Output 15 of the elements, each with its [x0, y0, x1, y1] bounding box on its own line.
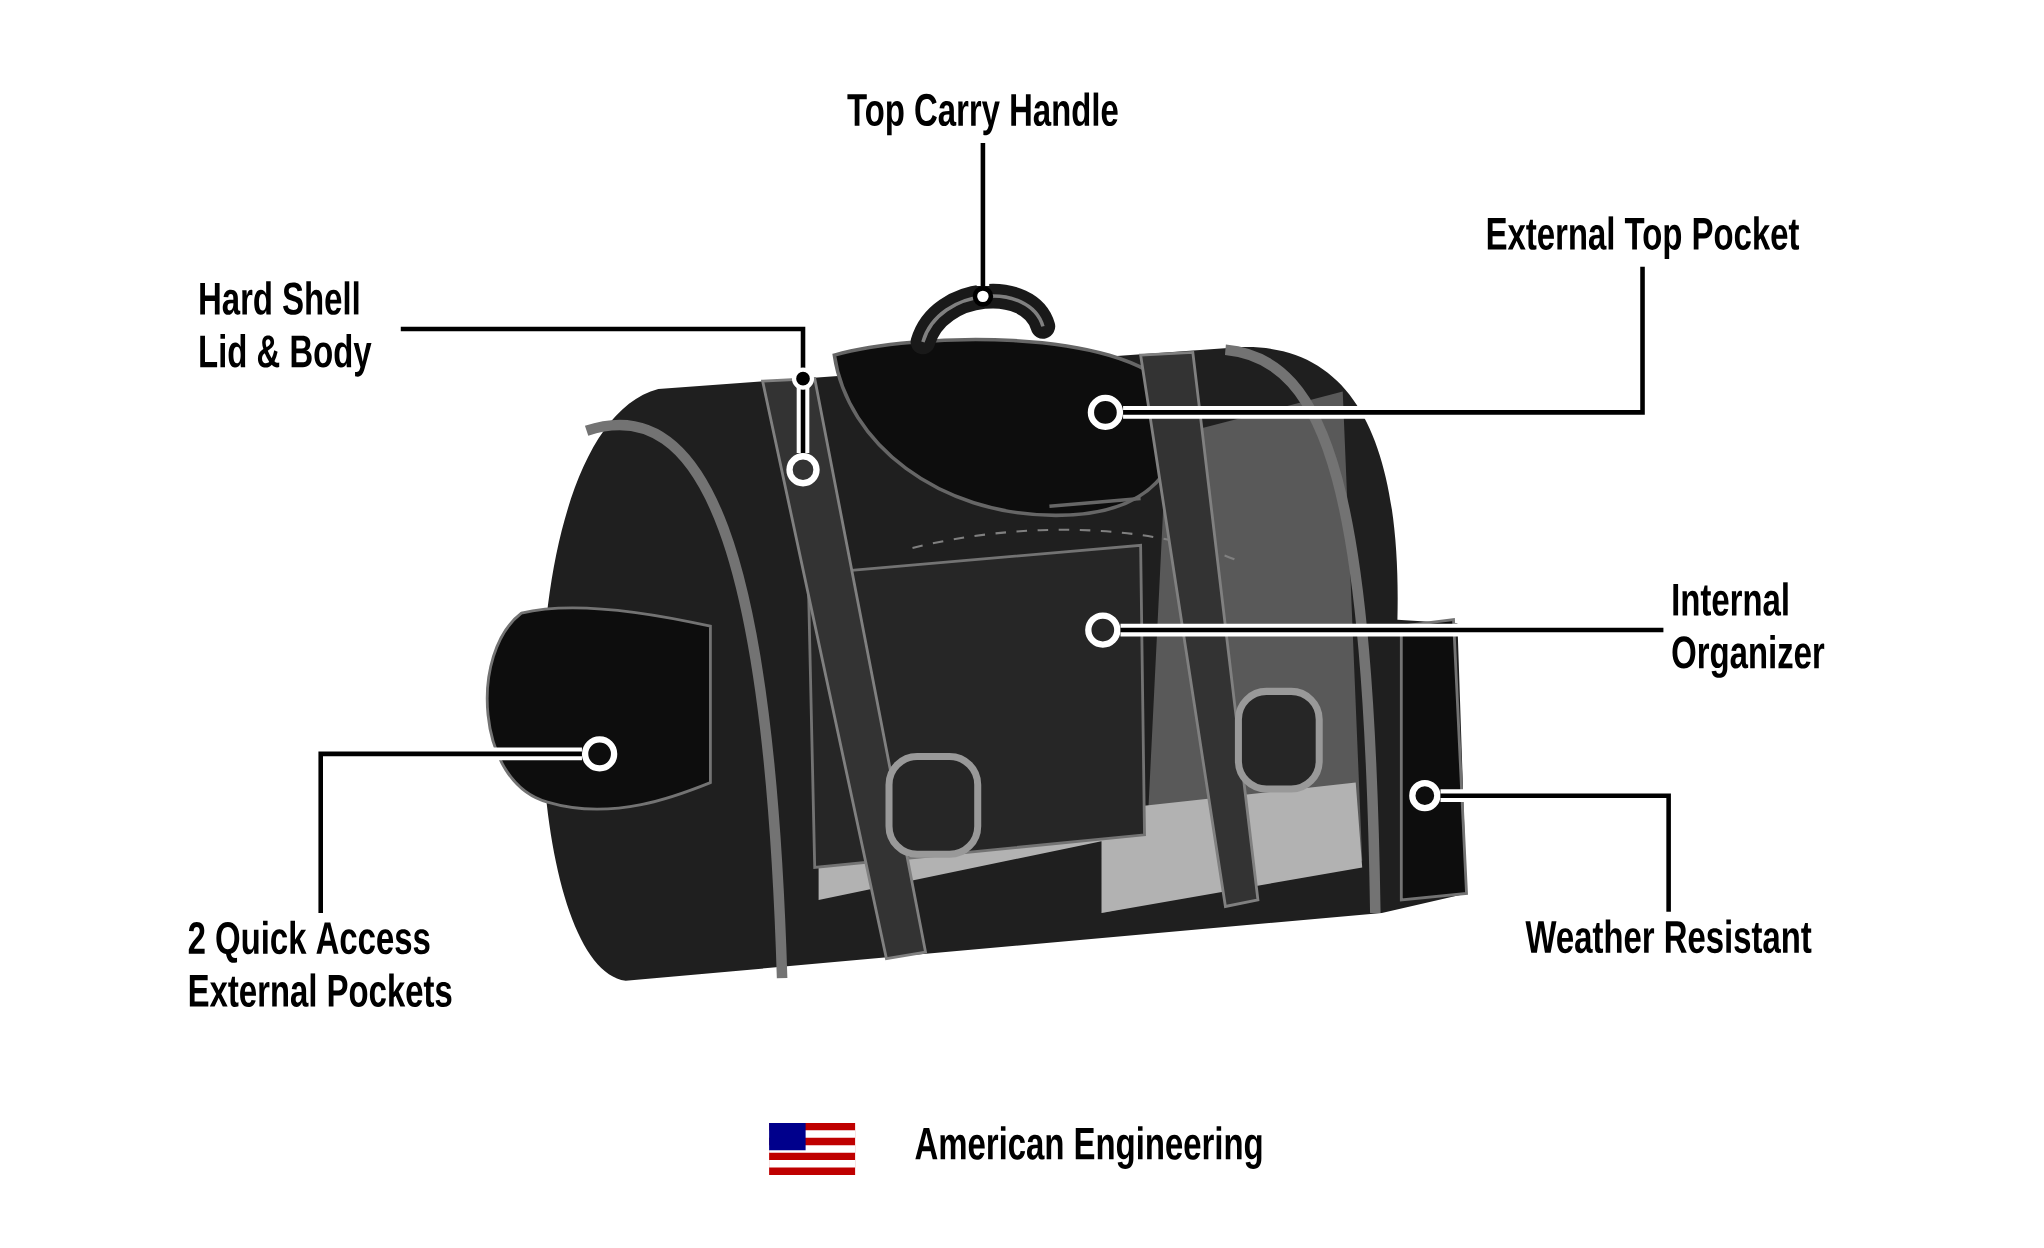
- leader-line: [976, 142, 990, 287]
- callout-dot: [786, 453, 820, 487]
- footer-text: American Engineering: [915, 1126, 1262, 1169]
- callout-dot: [972, 286, 994, 307]
- callout-label: Internal Organizer: [1672, 582, 1825, 678]
- callout-label: Hard Shell Lid & Body: [200, 281, 372, 377]
- callout-dot: [1409, 780, 1441, 812]
- callout-label: Top Carry Handle: [847, 92, 1118, 136]
- callout-label: 2 Quick Access External Pockets: [188, 920, 452, 1007]
- callout-dot: [581, 736, 618, 772]
- callout-dot: [1087, 394, 1124, 431]
- callout-label: External Top Pocket: [1487, 216, 1800, 259]
- callout-dot: [1085, 612, 1121, 648]
- leader-line: [1120, 623, 1664, 637]
- callout-label: Weather Resistant: [1525, 919, 1812, 954]
